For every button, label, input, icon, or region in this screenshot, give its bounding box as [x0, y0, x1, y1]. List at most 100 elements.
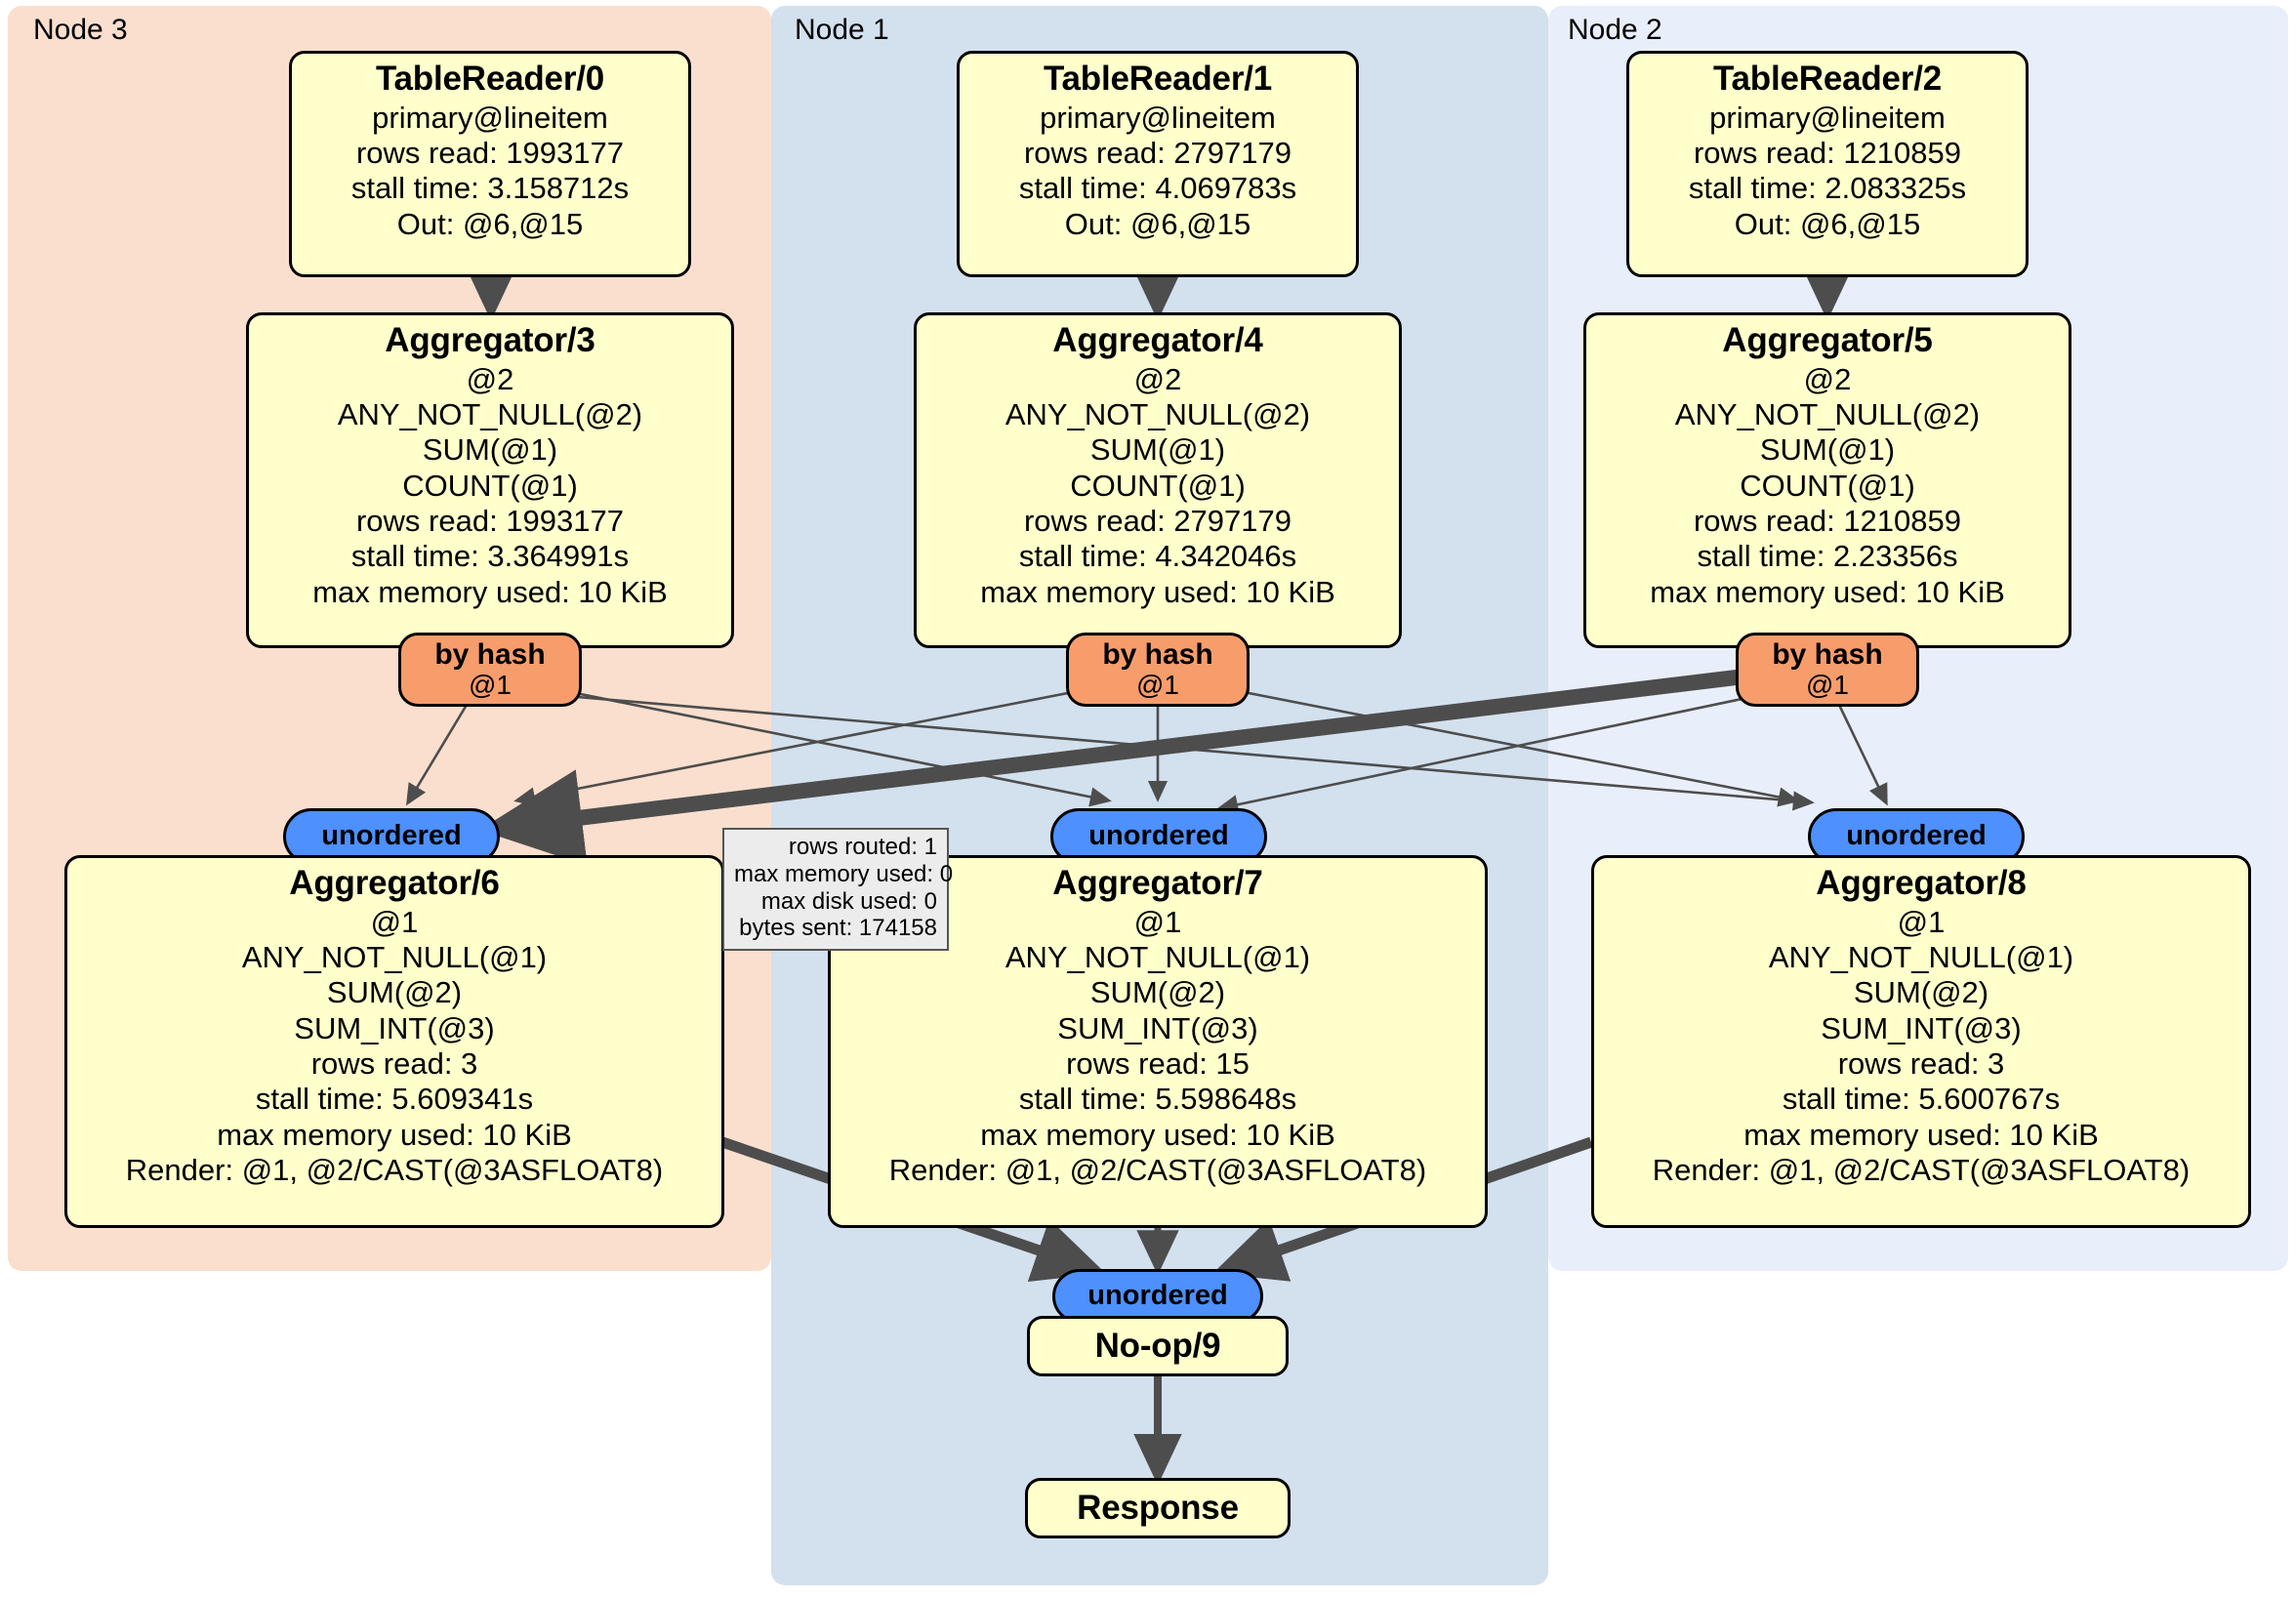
input-synchronizer-unordered-8[interactable]: unordered: [1808, 808, 2025, 865]
processor-aggregator-8[interactable]: Aggregator/8 @1 ANY_NOT_NULL(@1) SUM(@2)…: [1591, 855, 2251, 1228]
processor-aggregator-6[interactable]: Aggregator/6 @1 ANY_NOT_NULL(@1) SUM(@2)…: [64, 855, 724, 1228]
stream-stats-tooltip: rows routed: 1 max memory used: 0 max di…: [722, 828, 954, 951]
processor-detail-line: rows read: 3: [310, 1046, 478, 1081]
processor-title: Aggregator/7: [1052, 864, 1263, 902]
processor-detail-line: Out: @6,@15: [1734, 206, 1921, 241]
synchronizer-label: unordered: [1087, 1280, 1228, 1312]
processor-detail-line: max memory used: 10 KiB: [1743, 1117, 2099, 1152]
node-region-label-node1: Node 1: [795, 14, 889, 46]
router-column: @1: [1806, 670, 1849, 701]
processor-detail-line: @2: [466, 361, 514, 396]
processor-detail-line: max memory used: 10 KiB: [217, 1117, 572, 1152]
processor-detail-line: SUM(@2): [1853, 975, 1989, 1010]
processor-detail-line: rows read: 1993177: [355, 136, 625, 171]
processor-detail-line: Render: @1, @2/CAST(@3ASFLOAT8): [125, 1152, 664, 1187]
processor-detail-line: stall time: 2.23356s: [1697, 539, 1958, 574]
processor-detail-line: ANY_NOT_NULL(@1): [1004, 940, 1311, 975]
processor-detail-line: stall time: 3.158712s: [350, 171, 630, 206]
processor-detail-line: SUM_INT(@3): [1057, 1010, 1258, 1045]
stat-line: rows routed: 1: [788, 834, 937, 860]
processor-detail-line: stall time: 5.598648s: [1018, 1082, 1297, 1117]
processor-detail-line: SUM_INT(@3): [294, 1010, 495, 1045]
stat-line: max memory used: 0: [734, 860, 954, 887]
processor-detail-line: rows read: 3: [1837, 1046, 2005, 1081]
processor-detail-line: Render: @1, @2/CAST(@3ASFLOAT8): [888, 1152, 1427, 1187]
processor-aggregator-7[interactable]: Aggregator/7 @1 ANY_NOT_NULL(@1) SUM(@2)…: [828, 855, 1488, 1228]
processor-detail-line: stall time: 4.069783s: [1018, 171, 1297, 206]
processor-detail-line: @1: [1897, 904, 1946, 939]
processor-detail-line: rows read: 2797179: [1023, 136, 1292, 171]
processor-title: Aggregator/4: [1052, 321, 1263, 359]
processor-title: Aggregator/3: [385, 321, 595, 359]
processor-detail-line: primary@lineitem: [1709, 100, 1946, 135]
processor-detail-line: stall time: 4.342046s: [1018, 539, 1297, 574]
processor-detail-line: Out: @6,@15: [396, 206, 584, 241]
processor-tablereader-2[interactable]: TableReader/2 primary@lineitem rows read…: [1626, 51, 2029, 277]
processor-title: TableReader/0: [375, 60, 605, 98]
processor-detail-line: ANY_NOT_NULL(@1): [241, 940, 548, 975]
processor-detail-line: ANY_NOT_NULL(@1): [1768, 940, 2074, 975]
processor-title: Aggregator/5: [1722, 321, 1933, 359]
processor-detail-line: ANY_NOT_NULL(@2): [1674, 397, 1981, 432]
router-label: by hash: [1102, 638, 1213, 672]
node-region-label-node3: Node 3: [33, 14, 128, 46]
processor-detail-line: SUM(@1): [1089, 432, 1226, 468]
processor-tablereader-0[interactable]: TableReader/0 primary@lineitem rows read…: [289, 51, 691, 277]
processor-detail-line: COUNT(@1): [1740, 468, 1915, 503]
processor-detail-line: SUM_INT(@3): [1821, 1010, 2022, 1045]
processor-detail-line: @1: [1133, 904, 1182, 939]
router-label: by hash: [1772, 638, 1883, 672]
processor-detail-line: rows read: 1210859: [1693, 136, 1962, 171]
processor-title: TableReader/2: [1712, 60, 1943, 98]
processor-aggregator-3[interactable]: Aggregator/3 @2 ANY_NOT_NULL(@2) SUM(@1)…: [246, 312, 734, 648]
output-router-hash-3[interactable]: by hash @1: [398, 633, 582, 707]
processor-detail-line: max memory used: 10 KiB: [980, 1117, 1335, 1152]
router-label: by hash: [434, 638, 546, 672]
processor-tablereader-1[interactable]: TableReader/1 primary@lineitem rows read…: [957, 51, 1359, 277]
processor-detail-line: primary@lineitem: [1040, 100, 1276, 135]
processor-detail-line: SUM(@1): [1759, 432, 1896, 468]
input-synchronizer-unordered-9[interactable]: unordered: [1052, 1269, 1263, 1324]
processor-title: Aggregator/6: [289, 864, 500, 902]
processor-response[interactable]: Response: [1025, 1478, 1291, 1538]
processor-detail-line: stall time: 3.364991s: [350, 539, 630, 574]
processor-detail-line: max memory used: 10 KiB: [980, 574, 1335, 609]
processor-detail-line: ANY_NOT_NULL(@2): [1004, 397, 1311, 432]
node-region-label-node2: Node 2: [1568, 14, 1662, 46]
processor-detail-line: primary@lineitem: [372, 100, 608, 135]
processor-detail-line: max memory used: 10 KiB: [312, 574, 668, 609]
processor-title: No-op/9: [1094, 1326, 1221, 1365]
processor-detail-line: COUNT(@1): [1070, 468, 1246, 503]
processor-detail-line: SUM(@2): [326, 975, 463, 1010]
processor-title: Aggregator/8: [1816, 864, 2027, 902]
processor-detail-line: stall time: 5.600767s: [1782, 1082, 2061, 1117]
processor-detail-line: rows read: 1993177: [355, 504, 625, 538]
router-column: @1: [469, 670, 512, 701]
output-router-hash-4[interactable]: by hash @1: [1066, 633, 1250, 707]
processor-detail-line: SUM(@2): [1089, 975, 1226, 1010]
processor-detail-line: max memory used: 10 KiB: [1650, 574, 2005, 609]
synchronizer-label: unordered: [1846, 820, 1987, 852]
processor-detail-line: stall time: 5.609341s: [255, 1082, 534, 1117]
processor-detail-line: Out: @6,@15: [1064, 206, 1251, 241]
synchronizer-label: unordered: [321, 820, 462, 852]
processor-detail-line: rows read: 15: [1066, 1046, 1250, 1081]
processor-aggregator-5[interactable]: Aggregator/5 @2 ANY_NOT_NULL(@2) SUM(@1)…: [1583, 312, 2071, 648]
processor-detail-line: SUM(@1): [422, 432, 558, 468]
processor-detail-line: COUNT(@1): [402, 468, 578, 503]
processor-detail-line: rows read: 1210859: [1693, 504, 1962, 538]
processor-detail-line: ANY_NOT_NULL(@2): [337, 397, 643, 432]
processor-noop-9[interactable]: No-op/9: [1027, 1316, 1289, 1376]
processor-detail-line: @2: [1803, 361, 1852, 396]
output-router-hash-5[interactable]: by hash @1: [1736, 633, 1919, 707]
processor-detail-line: rows read: 2797179: [1023, 504, 1292, 538]
synchronizer-label: unordered: [1088, 820, 1229, 852]
processor-aggregator-4[interactable]: Aggregator/4 @2 ANY_NOT_NULL(@2) SUM(@1)…: [914, 312, 1402, 648]
processor-detail-line: @1: [370, 904, 419, 939]
processor-title: TableReader/1: [1043, 60, 1273, 98]
processor-title: Response: [1077, 1488, 1239, 1527]
stat-line: max disk used: 0: [760, 887, 937, 915]
stat-line: bytes sent: 174158: [739, 915, 937, 942]
processor-detail-line: @2: [1133, 361, 1182, 396]
